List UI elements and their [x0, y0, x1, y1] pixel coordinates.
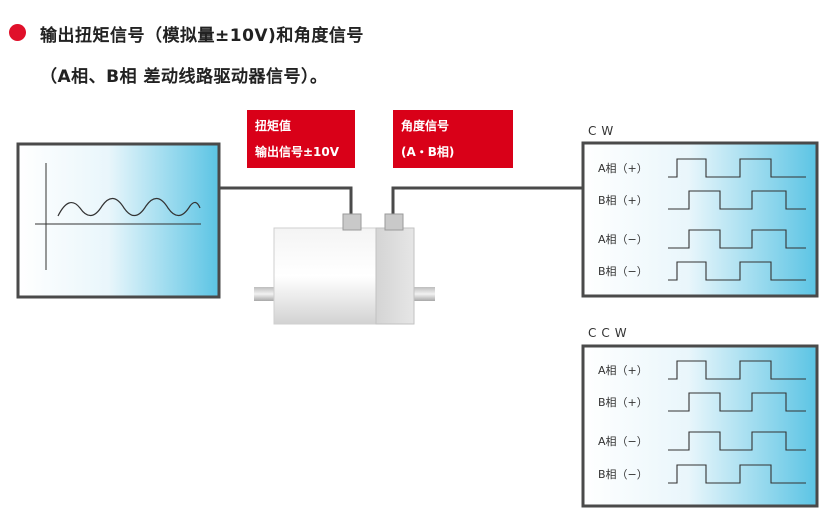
cw-panel-title: CW [588, 124, 619, 138]
cw-signal-group: A相（+） B相（+） A相（−） B相（−） [598, 158, 806, 281]
torque-cable [220, 186, 353, 214]
heading-line-1: 输出扭矩信号（模拟量±10V)和角度信号 [40, 26, 364, 46]
angle-connector [384, 213, 404, 231]
cw-signal-label: A相（+） [598, 162, 648, 175]
ccw-signal-label: B相（−） [598, 468, 648, 481]
angle-callout-line-1: 角度信号 [401, 119, 450, 133]
ccw-square-wave [668, 464, 806, 484]
cw-square-wave [668, 261, 806, 281]
sensor-shaft-left [254, 287, 276, 301]
torque-callout-line-1: 扭矩值 [255, 119, 292, 133]
ccw-signal-label: B相（+） [598, 396, 648, 409]
cw-signal-label: A相（−） [598, 233, 648, 246]
cw-square-wave [668, 190, 806, 210]
ccw-square-wave [668, 431, 806, 451]
ccw-panel: A相（+） B相（+） A相（−） B相（−） [581, 344, 819, 508]
torque-output-callout: 扭矩值 输出信号±10V [247, 110, 355, 168]
heading-line-2: （A相、B相 差动线路驱动器信号）。 [40, 67, 328, 87]
ccw-signal-group: A相（+） B相（+） A相（−） B相（−） [598, 360, 806, 484]
cw-panel: A相（+） B相（+） A相（−） B相（−） [581, 141, 819, 298]
sensor-body [273, 227, 379, 325]
ccw-signal-label: A相（+） [598, 364, 648, 377]
cw-square-wave [668, 158, 806, 178]
ccw-square-wave [668, 360, 806, 380]
sensor-encoder-block [375, 227, 415, 325]
cw-square-wave [668, 229, 806, 249]
torque-connector [342, 213, 362, 231]
torque-sensor [254, 213, 435, 325]
torque-monitor [16, 142, 221, 299]
ccw-signal-label: A相（−） [598, 435, 648, 448]
sensor-shaft-right [413, 287, 435, 301]
angle-callout-line-2: (A・B相) [401, 145, 455, 159]
angle-cable [391, 186, 583, 214]
cw-signal-label: B相（−） [598, 265, 648, 278]
ccw-square-wave [668, 392, 806, 412]
torque-callout-line-2: 输出信号±10V [255, 145, 340, 159]
ccw-panel-title: CCW [588, 326, 632, 340]
heading-bullet-icon [9, 24, 26, 41]
torque-waveform [57, 197, 201, 217]
cw-signal-label: B相（+） [598, 194, 648, 207]
angle-signal-callout: 角度信号 (A・B相) [393, 110, 513, 168]
